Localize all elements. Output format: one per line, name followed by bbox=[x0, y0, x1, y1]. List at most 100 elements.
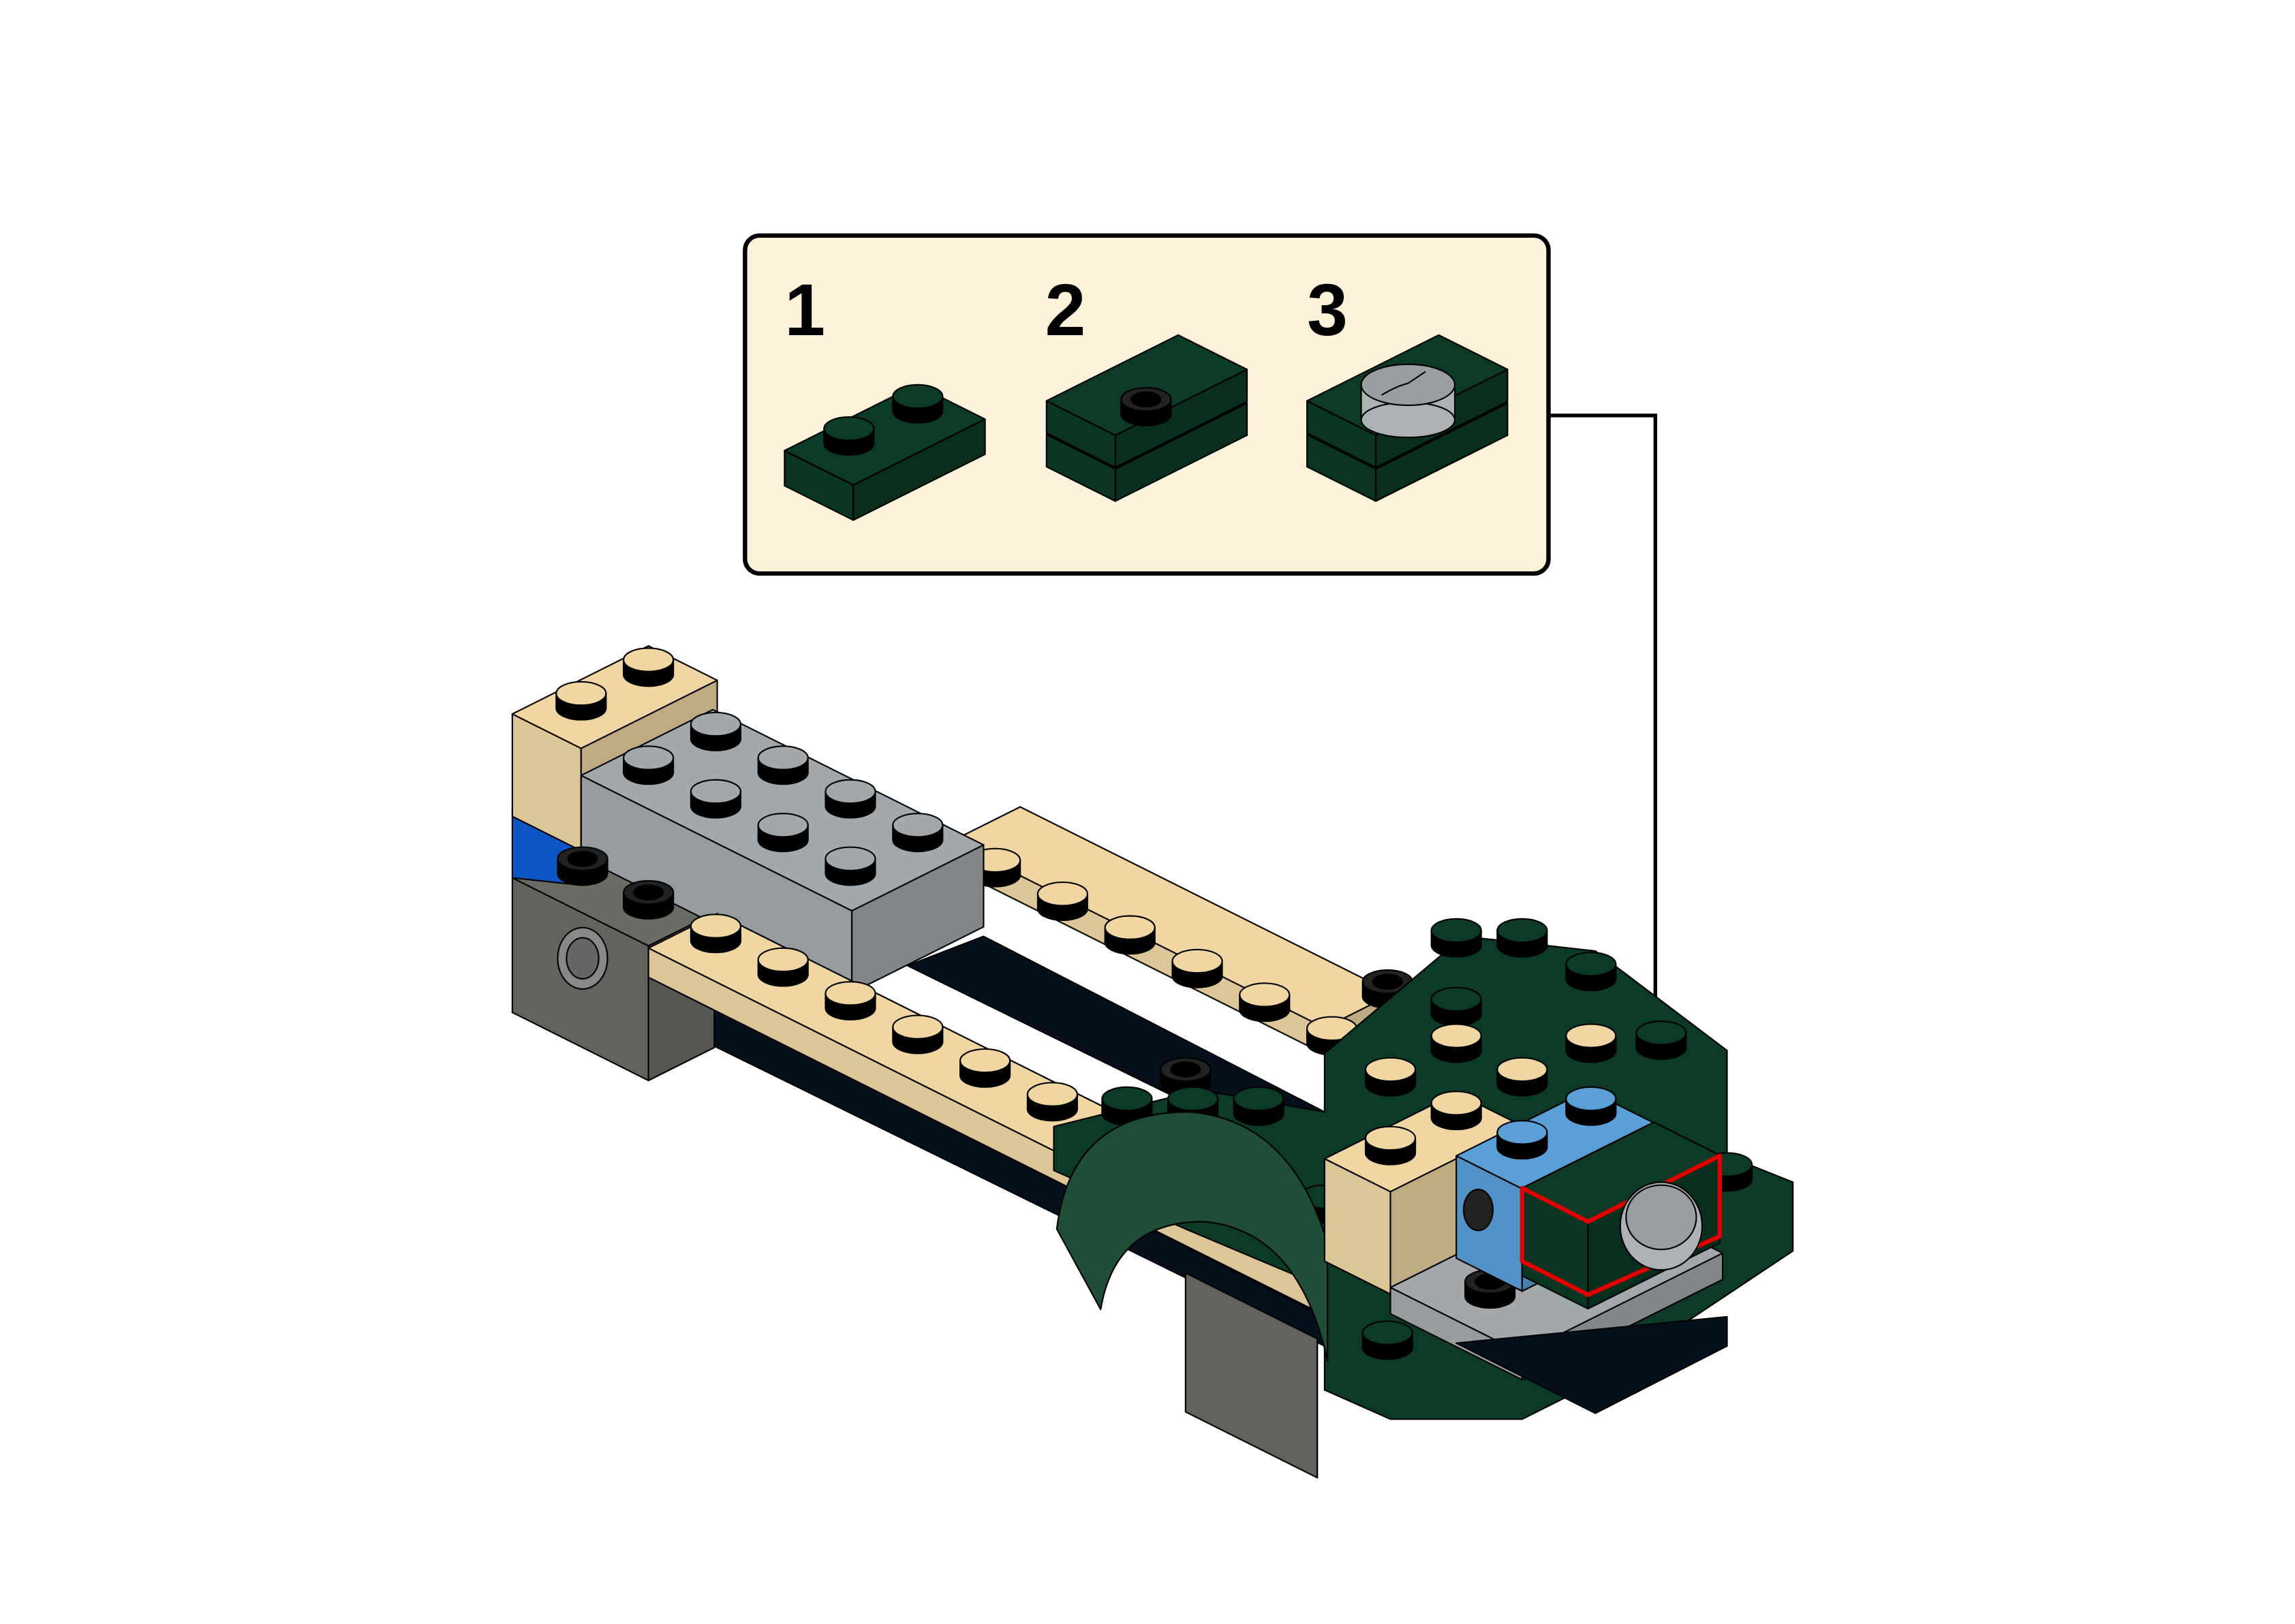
stud bbox=[825, 846, 876, 886]
stud-hole bbox=[1372, 973, 1403, 990]
brick-top-face bbox=[1045, 334, 1248, 437]
stud-top bbox=[1026, 1082, 1078, 1107]
sub-assembly-callout: 1 2 3 bbox=[743, 233, 1551, 576]
stud-top bbox=[690, 711, 741, 737]
stud-top bbox=[1430, 1091, 1482, 1116]
stud bbox=[623, 647, 675, 687]
step3-round-tile bbox=[1360, 363, 1456, 439]
stud-top bbox=[892, 384, 944, 409]
stud-hole bbox=[1170, 1061, 1201, 1078]
stud bbox=[1565, 952, 1617, 992]
technic-pin-hole bbox=[1462, 1189, 1494, 1232]
stud bbox=[1496, 918, 1548, 958]
stud-top bbox=[1430, 1023, 1482, 1048]
step2-upper-plate bbox=[1045, 334, 1248, 469]
stud-top bbox=[1496, 1057, 1548, 1082]
stud-top bbox=[1430, 918, 1482, 943]
step2-hollow-stud bbox=[1120, 387, 1172, 427]
dark-grey-wheel-block bbox=[1184, 1272, 1319, 1479]
stud bbox=[825, 981, 876, 1021]
stud bbox=[757, 813, 809, 853]
stud-top bbox=[892, 1014, 944, 1040]
stud-top bbox=[1635, 1020, 1687, 1046]
technic-hole-inner bbox=[566, 937, 600, 980]
stud bbox=[1496, 1120, 1548, 1160]
stud-top bbox=[1364, 1057, 1417, 1082]
step-number-1: 1 bbox=[784, 269, 825, 351]
stud-hole bbox=[567, 850, 598, 867]
stud-top bbox=[555, 681, 607, 706]
stud-top bbox=[1167, 1086, 1219, 1112]
hollow-stud bbox=[557, 846, 609, 886]
stud-top bbox=[1364, 1125, 1417, 1151]
stud-top bbox=[690, 914, 741, 939]
stud-top bbox=[892, 813, 944, 838]
brick-top-face bbox=[580, 708, 985, 912]
stud bbox=[1233, 1086, 1284, 1126]
stud bbox=[690, 711, 741, 751]
stud-top bbox=[1171, 948, 1223, 974]
stud bbox=[892, 813, 944, 853]
stud bbox=[690, 914, 741, 954]
stud-top bbox=[623, 745, 675, 770]
light-grey-brick-2x4 bbox=[580, 708, 985, 994]
stud bbox=[690, 779, 741, 819]
stud-top bbox=[1496, 918, 1548, 943]
tile-print-icon bbox=[1381, 371, 1426, 396]
stud bbox=[1361, 1320, 1413, 1360]
tile-bottom bbox=[1360, 401, 1456, 439]
stud-top bbox=[1101, 1086, 1153, 1112]
stud-top bbox=[825, 846, 876, 871]
stud-top bbox=[823, 416, 875, 441]
stud bbox=[1565, 1086, 1617, 1126]
stud bbox=[1565, 1023, 1617, 1063]
stud bbox=[1101, 1086, 1153, 1126]
stud-top bbox=[690, 779, 741, 805]
stud-top bbox=[825, 981, 876, 1006]
stud-top bbox=[1565, 1086, 1617, 1112]
stud bbox=[892, 1014, 944, 1055]
stud bbox=[1430, 986, 1482, 1027]
brick-top-face bbox=[1184, 1272, 1319, 1340]
stud-top bbox=[1104, 915, 1156, 940]
stud-top bbox=[1233, 1086, 1284, 1112]
stud bbox=[1364, 1057, 1417, 1097]
stud bbox=[757, 947, 809, 987]
stud bbox=[1496, 1057, 1548, 1097]
stud-top bbox=[1430, 986, 1482, 1012]
stud bbox=[555, 681, 607, 721]
stud-top bbox=[959, 1048, 1011, 1074]
stud-top bbox=[757, 947, 809, 973]
black-plate-under bbox=[1455, 1315, 1728, 1414]
step1-stud bbox=[892, 384, 944, 424]
stud-top bbox=[757, 813, 809, 838]
stud bbox=[1430, 1023, 1482, 1063]
stud-top bbox=[1565, 952, 1617, 977]
stud bbox=[1364, 1125, 1417, 1166]
grey-round-tile-top bbox=[1625, 1184, 1697, 1251]
stud-top bbox=[1036, 881, 1089, 907]
stud bbox=[1104, 915, 1156, 955]
stud bbox=[1430, 1091, 1482, 1131]
stud-top bbox=[1496, 1120, 1548, 1145]
stud bbox=[623, 745, 675, 785]
tile-top bbox=[1360, 363, 1456, 406]
stud bbox=[1239, 982, 1291, 1022]
stud bbox=[1026, 1082, 1078, 1122]
stud bbox=[1171, 948, 1223, 988]
stud bbox=[757, 745, 809, 785]
stud-top bbox=[1565, 1023, 1617, 1048]
stud-top bbox=[757, 745, 809, 770]
stud-top bbox=[623, 647, 675, 672]
stud-hole bbox=[1130, 391, 1162, 408]
stud-top bbox=[1239, 982, 1291, 1008]
hollow-stud bbox=[623, 879, 675, 920]
stud bbox=[959, 1048, 1011, 1088]
step-number-3: 3 bbox=[1307, 269, 1348, 351]
stud-top bbox=[825, 779, 876, 805]
stud bbox=[825, 779, 876, 819]
step1-stud bbox=[823, 416, 875, 456]
stud bbox=[1036, 881, 1089, 922]
stud-hole bbox=[633, 884, 664, 901]
